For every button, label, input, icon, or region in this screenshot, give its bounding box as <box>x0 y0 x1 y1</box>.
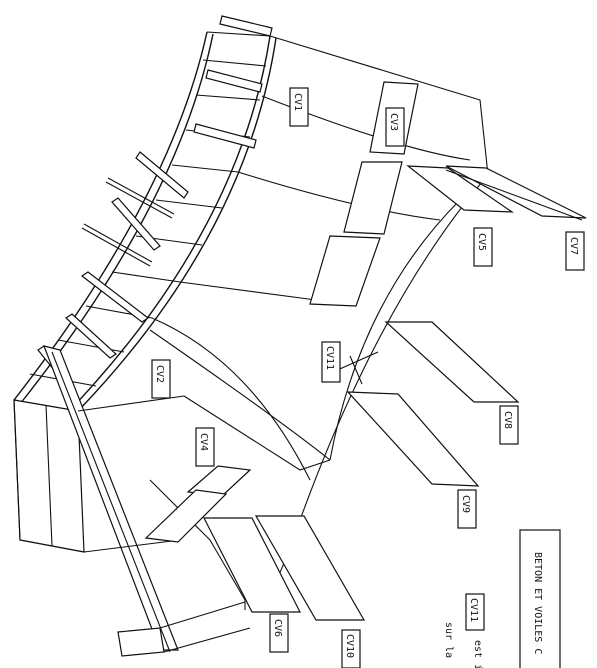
panel-cv8 <box>384 321 520 403</box>
panel-cv6 <box>203 517 301 613</box>
cv10-label: CV10 <box>341 629 361 668</box>
panel-cv10 <box>254 515 366 621</box>
arch-inner-lower <box>77 37 277 412</box>
legend-box <box>519 529 561 668</box>
cv3-label-text: CV3 <box>388 113 399 131</box>
cv5-label: CV5 <box>473 227 493 267</box>
legend-line1: est i <box>472 640 483 668</box>
legend-key: CV11 <box>468 598 479 622</box>
cv1-label-text: CV1 <box>292 93 303 111</box>
cv3-label: CV3 <box>385 107 405 147</box>
cv9-label-text: CV9 <box>460 495 471 513</box>
cv4-label: CV4 <box>195 427 215 467</box>
arch-inner-upper <box>71 35 271 409</box>
cv2-label-text: CV2 <box>154 365 165 383</box>
cv11-label-text: CV11 <box>324 346 335 370</box>
panel-cv9 <box>346 391 480 487</box>
panel-cv3c <box>309 235 381 307</box>
cv4-label-text: CV4 <box>198 433 209 451</box>
panel-cv4b <box>144 489 228 543</box>
legend-line2: sur la <box>443 622 454 658</box>
panels <box>144 81 587 621</box>
cv7-label-text: CV7 <box>568 237 579 255</box>
cv9-label: CV9 <box>457 489 477 529</box>
cv7-label: CV7 <box>565 231 585 271</box>
arch-outer-upper <box>13 31 208 401</box>
panel-cv7 <box>445 165 587 219</box>
cv8-label-text: CV8 <box>502 411 513 429</box>
legend-key-box <box>465 593 485 631</box>
cv6-label-text: CV6 <box>272 619 283 637</box>
panel-cv5 <box>406 165 515 213</box>
legend-title: BETON ET VOILES C <box>532 552 543 654</box>
cv5-label-text: CV5 <box>476 233 487 251</box>
lower-frame <box>13 345 251 657</box>
curved-walls <box>149 35 489 611</box>
cv1-label: CV1 <box>289 87 309 127</box>
cv6-label: CV6 <box>269 613 289 653</box>
arch-frame <box>13 15 277 412</box>
cv2-label: CV2 <box>151 359 171 399</box>
cv11-label: CV11 <box>321 341 341 383</box>
panel-cv3b <box>343 161 403 235</box>
cv10-label-text: CV10 <box>344 634 355 658</box>
legend: BETON ET VOILES C CV11 est i sur la <box>443 529 561 668</box>
cv8-label: CV8 <box>499 405 519 445</box>
